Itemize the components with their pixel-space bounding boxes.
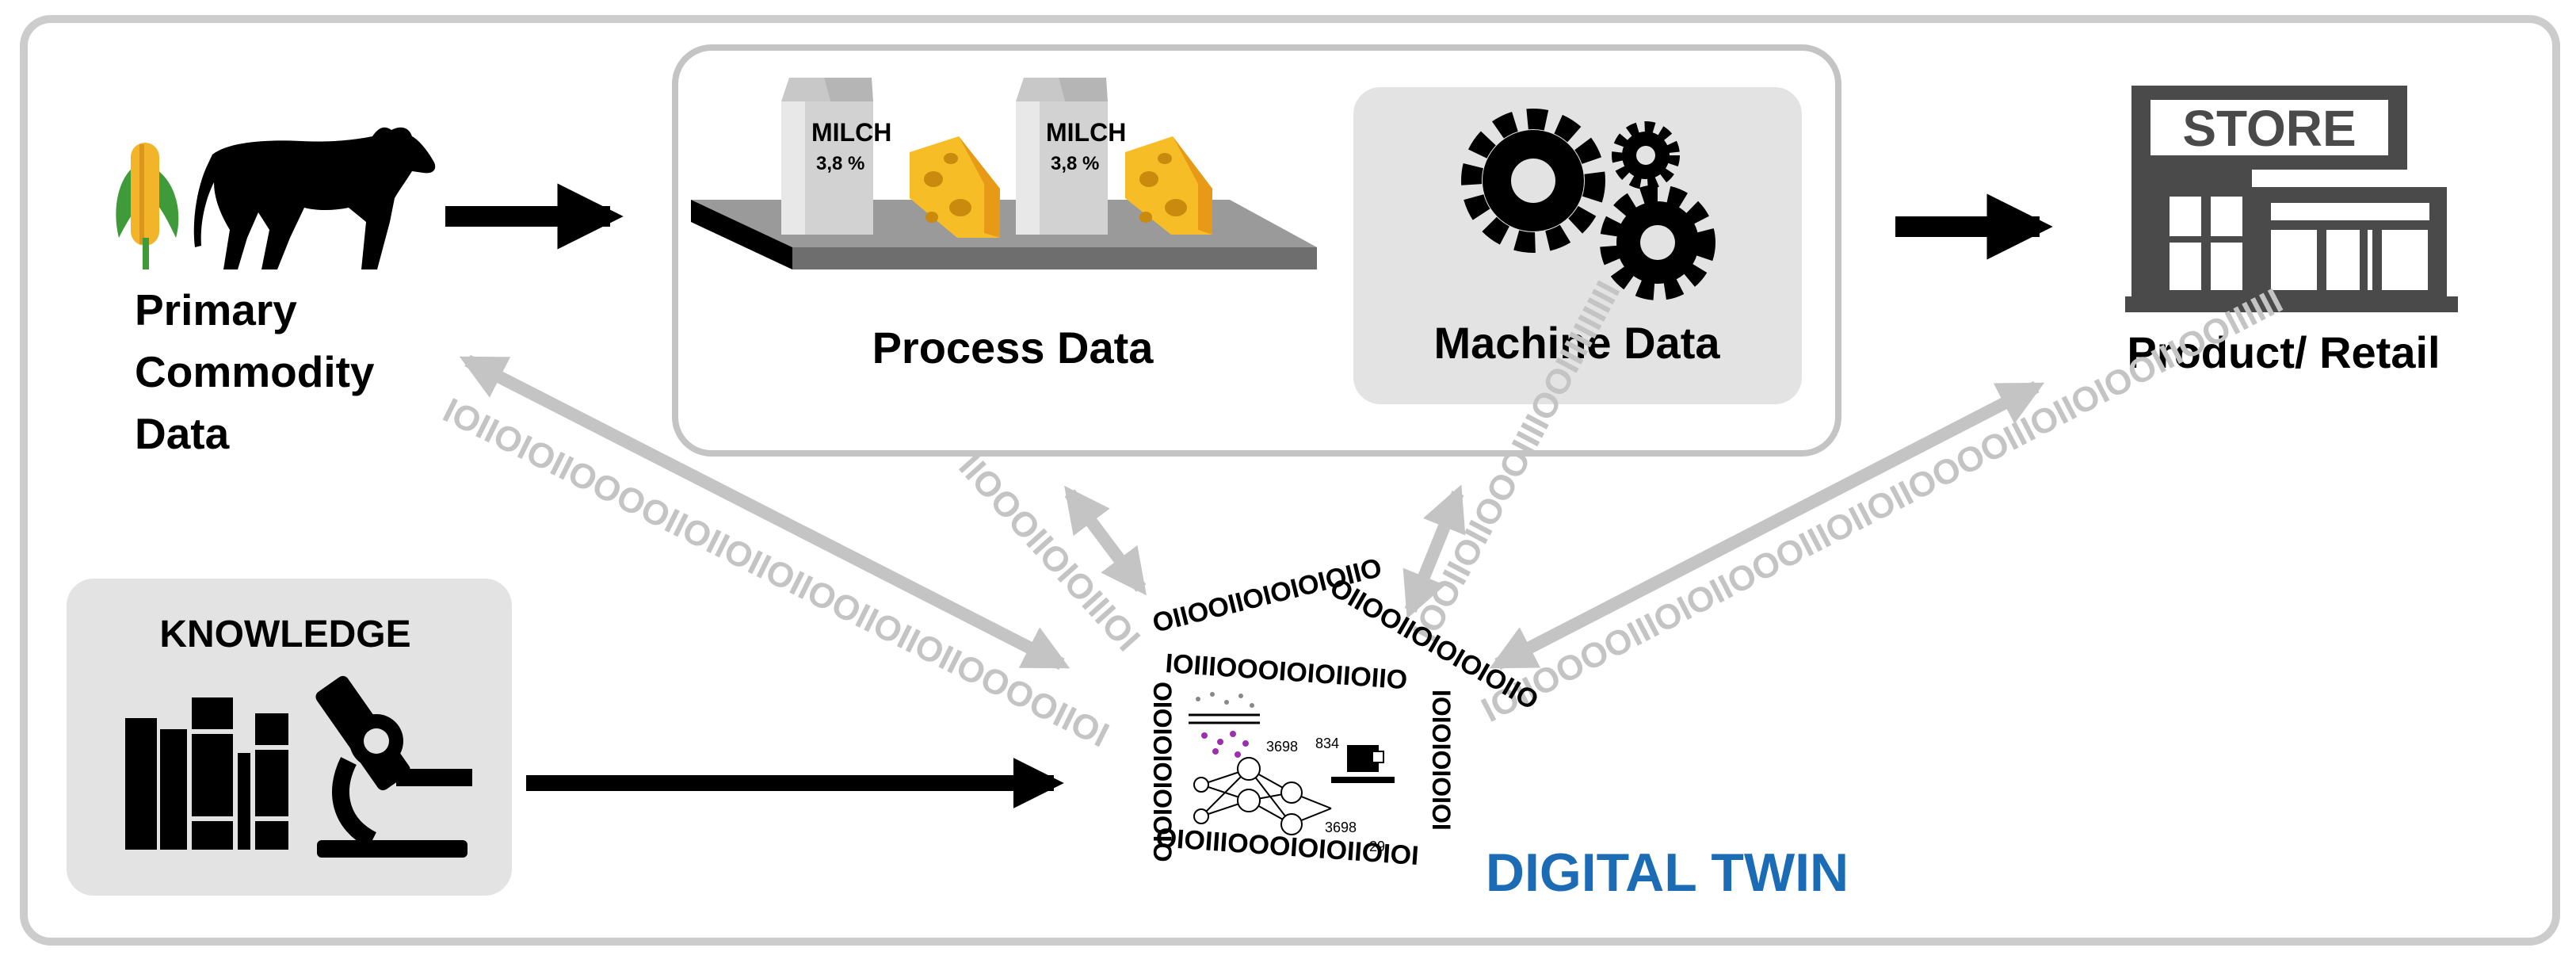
primary-commodity-line-3: Data — [135, 409, 230, 458]
milk-carton-icon: MILCH 3,8 % — [781, 78, 891, 235]
twin-number-3: 3698 — [1325, 820, 1357, 835]
milk-carton-brand: MILCH — [1046, 118, 1126, 147]
gears-icon — [1461, 109, 1715, 300]
microscope-icon — [315, 675, 472, 858]
milk-carton-icon: MILCH 3,8 % — [1016, 78, 1126, 235]
arrow-process-twin — [1064, 485, 1147, 596]
cheese-icon — [910, 136, 1000, 238]
twin-binary-left: OIOIOIOIOIOIO — [1148, 682, 1177, 862]
books-icon — [125, 697, 288, 850]
milk-carton-fat: 3,8 % — [816, 153, 864, 174]
process-data-label: Process Data — [872, 323, 1154, 373]
primary-commodity-label: Primary Commodity Data — [135, 285, 387, 458]
outer-frame — [20, 15, 2560, 946]
twin-number-1: 3698 — [1266, 739, 1298, 755]
store-icon: STORE — [2125, 86, 2458, 312]
corn-icon — [116, 143, 179, 269]
digital-twin-label: DIGITAL TWIN — [1486, 843, 1849, 903]
twin-number-4: 29 — [1369, 839, 1385, 854]
arrow-machine-twin — [1402, 484, 1466, 619]
cow-icon — [193, 127, 436, 269]
knowledge-label: KNOWLEDGE — [159, 613, 410, 655]
twin-binary-right: IOIOIOIOIOI — [1427, 690, 1456, 831]
milk-carton-fat: 3,8 % — [1051, 153, 1099, 174]
neural-network-icon — [1193, 757, 1332, 835]
machine-data-label: Machine Data — [1434, 318, 1721, 368]
arrow-primary-twin — [459, 354, 1070, 671]
cheese-icon — [1125, 136, 1212, 235]
milk-carton-brand: MILCH — [811, 118, 891, 147]
primary-commodity-line-2: Commodity — [135, 347, 375, 396]
store-sign-text: STORE — [2182, 100, 2356, 157]
primary-commodity-line-1: Primary — [135, 285, 297, 334]
twin-binary-row-2: IOIIIOOOIOIOIIOIIO — [1164, 648, 1408, 695]
twin-sketch-particles — [1196, 692, 1254, 708]
twin-number-2: 834 — [1315, 736, 1339, 751]
product-retail-label: Product/ Retail — [2127, 327, 2440, 377]
sensor-device-icon — [1331, 745, 1395, 783]
twin-sketch-particles-purple — [1201, 731, 1249, 758]
arrow-retail-twin — [1489, 380, 2045, 671]
